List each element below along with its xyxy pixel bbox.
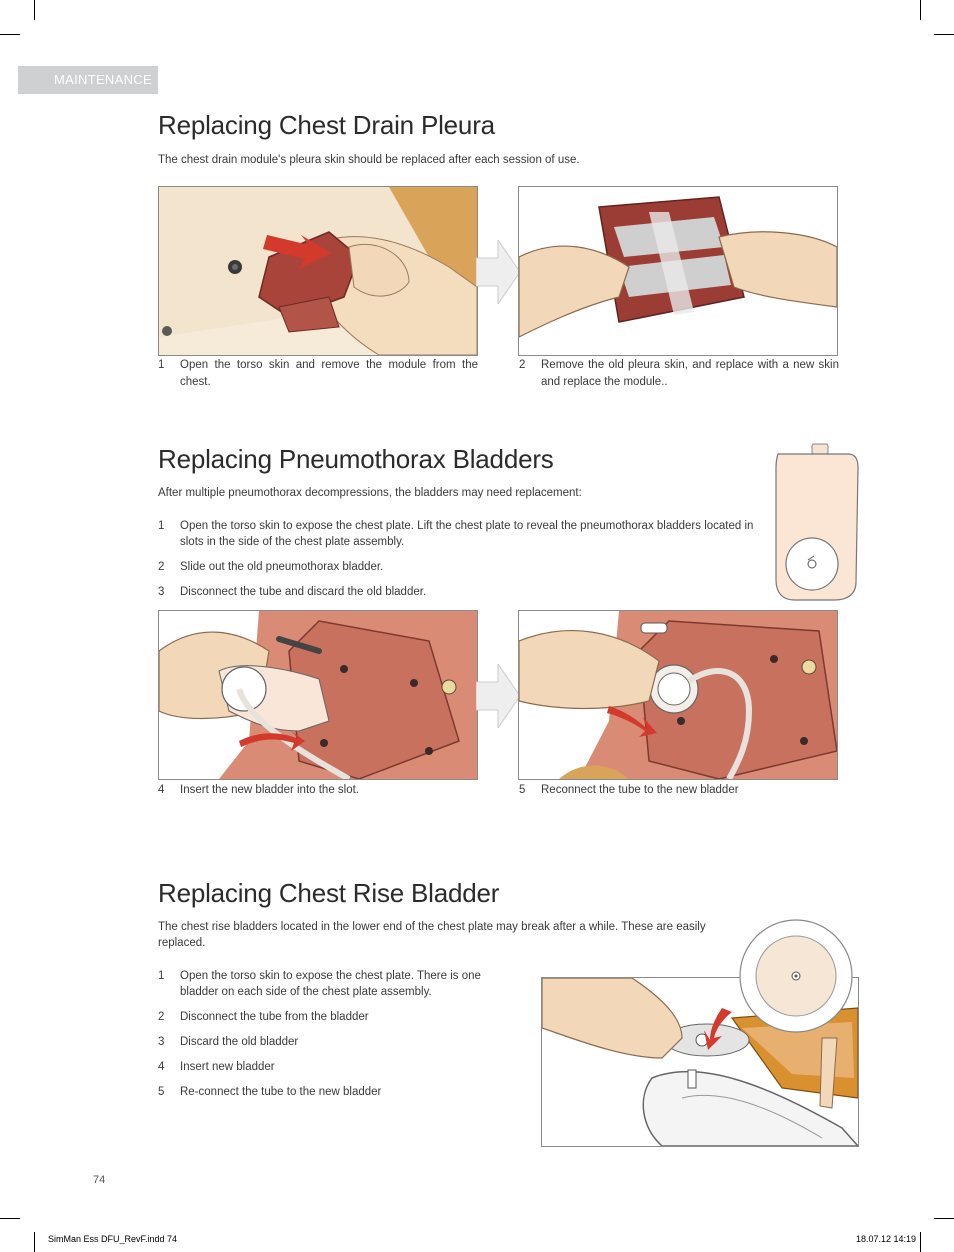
step-text: Slide out the old pneumothorax bladder.: [180, 561, 384, 573]
step-number: 1: [158, 520, 165, 532]
pneumothorax-steps-list: 1 Open the torso skin to expose the ches…: [158, 518, 770, 600]
crop-mark: [920, 1232, 921, 1252]
step-text: Insert new bladder: [180, 1061, 275, 1073]
step-arrow-icon: [476, 664, 520, 728]
step-number: 5: [158, 1086, 165, 1098]
illustration-remove-module: [158, 186, 478, 356]
step-text: Reconnect the tube to the new bladder: [541, 784, 739, 796]
step-arrow-icon: [476, 240, 520, 304]
step-number: 5: [519, 784, 526, 796]
step-number: 2: [158, 561, 165, 573]
crop-mark: [934, 34, 954, 35]
crop-mark: [0, 34, 20, 35]
step-text: Open the torso skin to expose the chest …: [180, 520, 754, 548]
crop-mark: [0, 1218, 20, 1219]
section-intro-chest-drain: The chest drain module's pleura skin sho…: [158, 154, 580, 166]
step-text: Insert the new bladder into the slot.: [180, 784, 359, 796]
step-text: Re-connect the tube to the new bladder: [180, 1086, 382, 1098]
step-text: Open the torso skin to expose the chest …: [180, 970, 481, 998]
list-item: 5 Re-connect the tube to the new bladder: [158, 1084, 508, 1100]
step-number: 1: [158, 359, 165, 371]
list-item: 2 Disconnect the tube from the bladder: [158, 1009, 508, 1025]
step-text: Disconnect the tube and discard the old …: [180, 586, 427, 598]
section-intro-chest-rise: The chest rise bladders located in the l…: [158, 921, 706, 949]
section-title-chest-drain: Replacing Chest Drain Pleura: [158, 110, 495, 140]
step-number: 3: [158, 1036, 165, 1048]
step-text: Discard the old bladder: [180, 1036, 299, 1048]
chest-rise-steps-list: 1 Open the torso skin to expose the ches…: [158, 968, 508, 1100]
crop-mark: [934, 1218, 954, 1219]
bladder-illustration: [775, 443, 859, 601]
illustration-replace-pleura: [518, 186, 838, 356]
section-title-chest-rise: Replacing Chest Rise Bladder: [158, 878, 500, 908]
step-number: 3: [158, 586, 165, 598]
crop-mark: [34, 0, 35, 20]
slug-date: 18.07.12 14:19: [855, 1234, 916, 1244]
step-text: Remove the old pleura skin, and replace …: [541, 359, 839, 388]
slug-filename: SimMan Ess DFU_RevF.indd 74: [48, 1234, 178, 1244]
step-caption-5: 5 Reconnect the tube to the new bladder: [519, 782, 839, 799]
list-item: 3 Disconnect the tube and discard the ol…: [158, 584, 770, 600]
step-number: 2: [158, 1011, 165, 1023]
step-number: 2: [519, 359, 526, 371]
crop-mark: [34, 1232, 35, 1252]
illustration-insert-bladder: [158, 610, 478, 780]
illustration-reconnect-tube: [518, 610, 838, 780]
page-number: 74: [93, 1174, 106, 1186]
list-item: 3 Discard the old bladder: [158, 1034, 508, 1050]
step-number: 4: [158, 1061, 165, 1073]
step-text: Disconnect the tube from the bladder: [180, 1011, 369, 1023]
step-text: Open the torso skin and remove the modul…: [180, 359, 478, 388]
section-intro-pneumothorax: After multiple pneumothorax decompressio…: [158, 487, 582, 499]
list-item: 2 Slide out the old pneumothorax bladder…: [158, 559, 770, 575]
list-item: 1 Open the torso skin to expose the ches…: [158, 518, 770, 550]
step-caption-2: 2 Remove the old pleura skin, and replac…: [519, 357, 839, 391]
crop-mark: [920, 0, 921, 20]
chest-rise-bladder-detail: [739, 919, 853, 1033]
step-caption-4: 4 Insert the new bladder into the slot.: [158, 782, 478, 799]
step-number: 1: [158, 970, 165, 982]
list-item: 4 Insert new bladder: [158, 1059, 508, 1075]
list-item: 1 Open the torso skin to expose the ches…: [158, 968, 508, 1000]
step-number: 4: [158, 784, 165, 796]
step-caption-1: 1 Open the torso skin and remove the mod…: [158, 357, 478, 391]
section-title-pneumothorax: Replacing Pneumothorax Bladders: [158, 444, 554, 474]
section-tab: MAINTENANCE: [18, 66, 158, 94]
